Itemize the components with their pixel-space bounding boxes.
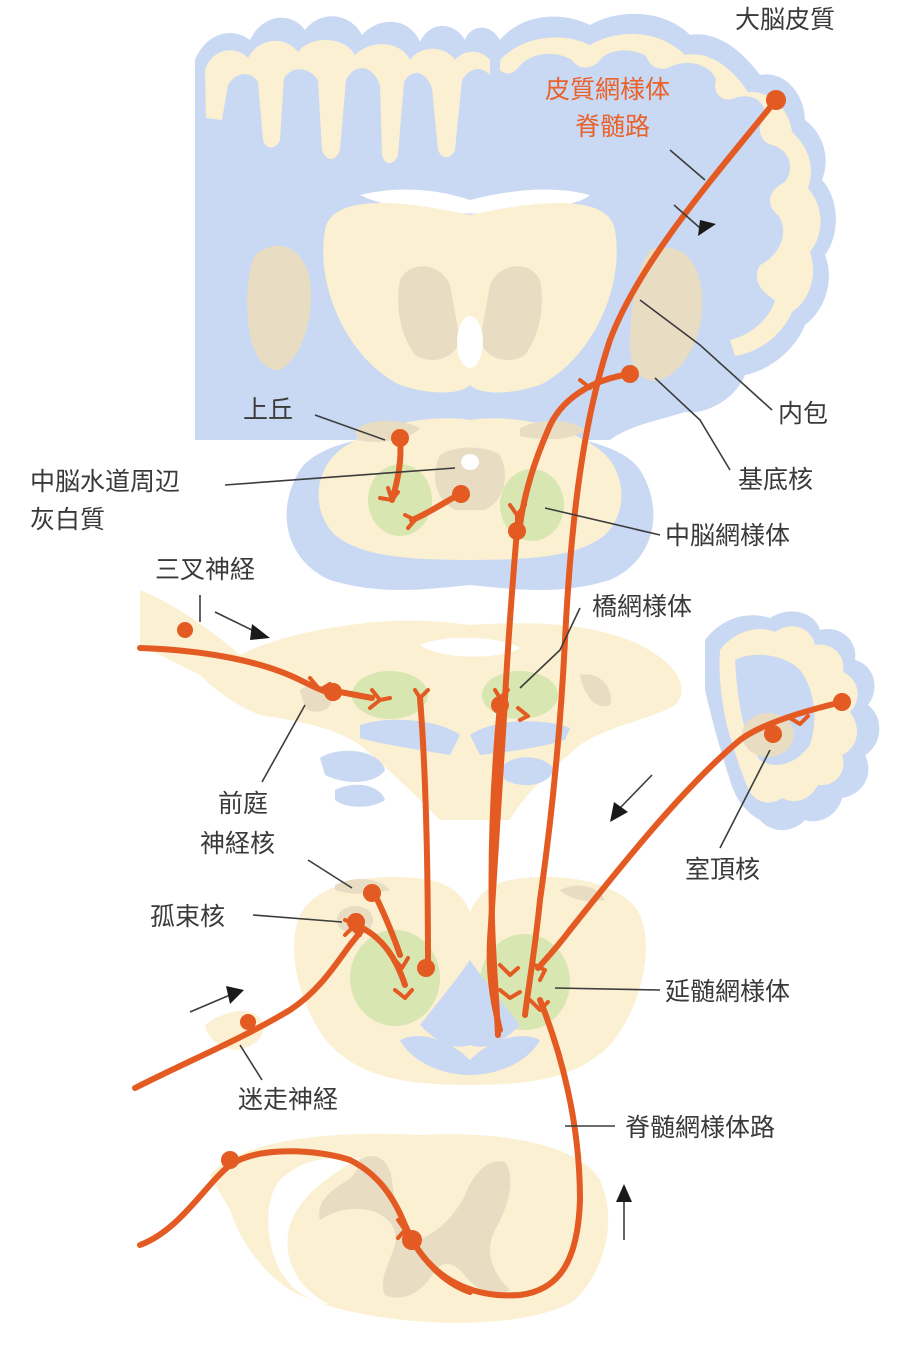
midbrain-section <box>286 418 654 590</box>
label-vestibular-nuclei-1: 前庭 <box>218 789 268 818</box>
pontine-reticular-neuron <box>491 696 509 714</box>
label-internal-capsule: 内包 <box>778 399 828 428</box>
label-reticulospinal-tract: 脊髄網様体路 <box>625 1113 775 1142</box>
label-vagus-nerve: 迷走神経 <box>238 1085 338 1114</box>
pons-section <box>140 590 682 820</box>
label-cerebral-cortex: 大脳皮質 <box>735 5 835 34</box>
arrow-right-icon <box>250 624 270 640</box>
label-solitary-nucleus: 孤束核 <box>150 902 225 931</box>
label-superior-colliculus: 上丘 <box>243 395 293 424</box>
label-vestibular-nuclei-2: 神経核 <box>200 829 275 858</box>
cell-bodies <box>177 90 851 1250</box>
label-periaqueductal-gray-1: 中脳水道周辺 <box>30 467 180 496</box>
label-basal-ganglia: 基底核 <box>738 465 813 494</box>
medulla-section <box>205 876 646 1085</box>
pathways <box>132 97 845 1299</box>
medulla-vestibular-neuron <box>363 884 381 902</box>
arrow-down-icon <box>698 220 716 236</box>
vestibular-medulla-link <box>372 892 403 958</box>
vagus-neuron <box>240 1014 256 1030</box>
vagus-tract <box>132 927 365 1091</box>
direction-arrows <box>189 204 716 1240</box>
terminal-branches <box>308 378 810 1240</box>
arrow-down-left-icon <box>610 802 628 822</box>
label-corticoreticulospinal-2: 脊髄路 <box>575 112 650 141</box>
label-periaqueductal-gray-2: 灰白質 <box>30 505 105 534</box>
solitary-projection <box>353 922 408 988</box>
arrow-up-right-icon <box>226 986 244 1004</box>
label-pontine-reticular: 橋網様体 <box>592 592 692 621</box>
spinal-efferent <box>409 1237 473 1295</box>
basal-ganglia-neuron <box>621 365 639 383</box>
fastigial-neuron <box>764 725 782 743</box>
trigeminal-neuron <box>177 622 193 638</box>
cortex-neuron <box>766 90 786 110</box>
trigeminal-nucleus-neuron <box>324 683 342 701</box>
label-medullary-reticular: 延髄網様体 <box>665 977 790 1006</box>
spinal-horn-neuron <box>402 1230 422 1250</box>
label-midbrain-reticular: 中脳網様体 <box>665 521 790 550</box>
solitary-neuron <box>347 913 365 931</box>
cerebellum-neuron <box>833 693 851 711</box>
pontine-reticular-descending <box>488 702 503 1038</box>
fastigial-projection <box>535 699 845 971</box>
cerebrum-section <box>195 13 836 441</box>
vestibular-projection <box>417 695 431 971</box>
spinal-ganglion-neuron <box>221 1151 239 1169</box>
arrow-up-icon <box>616 1184 632 1202</box>
leader-lines <box>199 149 773 1127</box>
spinal-afferent <box>137 1148 415 1248</box>
labels: 大脳皮質 皮質網様体 脊髄路 内包 基底核 上丘 中脳水道周辺 灰白質 中脳網様… <box>30 5 835 1142</box>
label-corticoreticulospinal-1: 皮質網様体 <box>545 75 670 104</box>
corticoreticulospinal-tract <box>522 97 779 1018</box>
midbrain-reticular-descending <box>486 527 520 1033</box>
label-fastigial-nucleus: 室頂核 <box>685 855 760 884</box>
superior-colliculus-neuron <box>391 429 409 447</box>
label-trigeminal-nerve: 三叉神経 <box>155 555 255 584</box>
periaqueductal-neuron <box>452 485 470 503</box>
medulla-reticular-neuron <box>417 959 435 977</box>
midbrain-reticular-neuron <box>508 522 526 540</box>
